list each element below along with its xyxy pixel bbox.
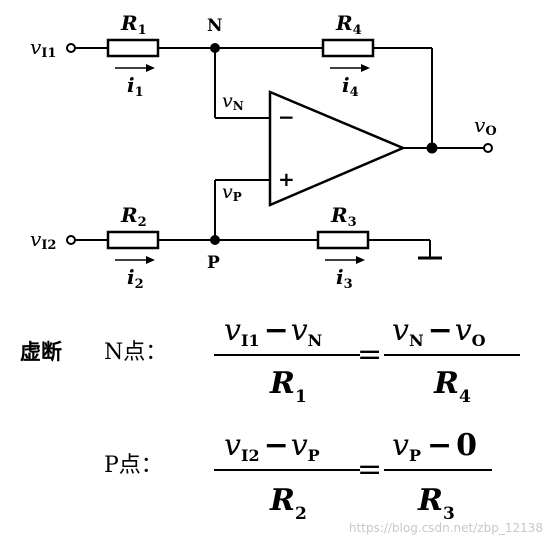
eqn-right-denominator: R4 [433,366,471,407]
label-i2: i2 [127,265,144,292]
eqp-equals: = [357,452,382,487]
label-node-p: P [207,253,220,273]
eqn-right-numerator: vN−vO [392,313,486,350]
label-vi1: vI1 [30,35,56,61]
circuit-labels: vI1 vI2 vO N P R1 R4 R2 R3 i1 i4 [30,11,497,292]
eqn-left-denominator: R1 [269,366,307,407]
current-arrow-i1 [115,64,155,72]
watermark: https://blog.csdn.net/zbp_12138 [349,521,543,535]
terminal-vo [483,143,493,153]
eqn-equals: = [357,337,382,372]
opamp-icon [268,90,407,207]
equations: 虚断 N点： P点： vI1−vN R1 = vN−vO R4 vI2−vP [20,313,520,524]
label-p-point: P点： [104,453,163,478]
label-r4: R4 [335,11,362,38]
label-i3: i3 [336,265,353,292]
junction-out [426,142,438,154]
current-arrow-i4 [330,64,370,72]
label-minus-input: − [278,105,295,129]
label-plus-input: + [278,167,295,191]
label-vn: vN [222,90,244,113]
label-r2: R2 [120,203,147,230]
terminal-vi2 [66,235,76,245]
label-i4: i4 [342,73,359,100]
eqp-left-numerator: vI2−vP [224,428,320,465]
eqp-right-denominator: R3 [417,483,455,524]
eqp-right-numerator: vP−0 [392,428,477,465]
label-vp: vP [222,181,242,204]
equation-p: vI2−vP R2 = vP−0 R3 [214,428,492,524]
resistor-r3 [316,230,370,250]
eqp-left-denominator: R2 [269,483,307,524]
junction-p [210,235,220,245]
equation-n: vI1−vN R1 = vN−vO R4 [214,313,520,407]
resistor-r4 [321,38,375,58]
label-i1: i1 [127,73,144,100]
label-vi2: vI2 [30,227,56,253]
current-arrow-i3 [325,256,365,264]
resistor-r1 [106,38,160,58]
label-vo: vO [474,113,497,139]
current-arrow-i2 [115,256,155,264]
label-node-n: N [207,16,223,36]
junction-n [210,43,220,53]
label-r3: R3 [330,203,357,230]
resistor-r2 [106,230,160,250]
terminal-vi1 [66,43,76,53]
label-n-point: N点： [104,340,167,365]
label-virtual-open: 虚断 [20,339,62,364]
circuit-diagram [66,38,493,264]
eqn-left-numerator: vI1−vN [224,313,322,350]
label-r1: R1 [120,11,147,38]
